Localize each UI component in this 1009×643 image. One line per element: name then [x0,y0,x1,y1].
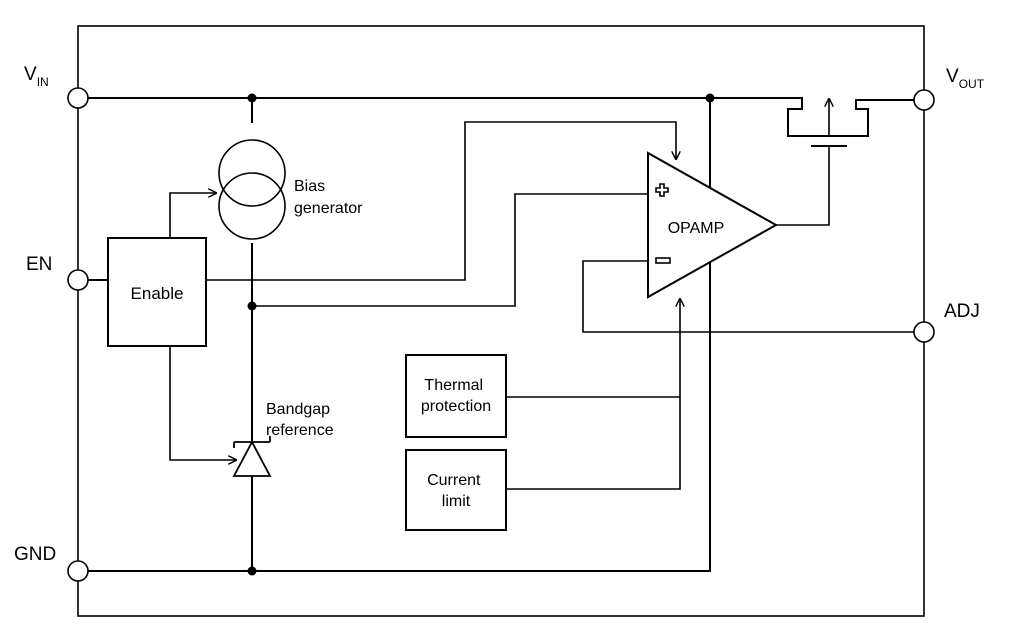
enable-bandgap-arrow [169,346,236,460]
opamp-minus-sign [655,257,671,264]
current-limit-block [405,449,507,531]
current-opamp-arrow [506,299,680,490]
enable-bias-arrow [169,193,216,238]
vin-pin-label: VIN [24,64,49,89]
junction-dot [247,301,257,311]
junction-dot [705,93,715,103]
bandgap-diode-symbol [232,436,272,477]
gnd-pin [67,560,89,582]
gnd-pin-label: GND [14,544,56,565]
en-pin [67,269,89,291]
junction-dot [247,566,257,576]
bias-generator-circle-bottom [218,172,286,240]
vout-pin [913,89,935,111]
bias-generator-circle-top [218,139,286,207]
enable-opamp-arrow [206,121,676,281]
en-pin-label: EN [26,254,52,275]
thermal-label: Thermal protection [421,377,491,415]
junction-dot [247,93,257,103]
enable-block [107,237,207,347]
adj-pin-label: ADJ [944,301,980,322]
opamp-label: OPAMP [668,220,725,237]
current-limit-label: Current limit [427,472,485,510]
opamp-triangle [647,151,779,299]
thermal-protection-block [405,354,507,438]
enable-label: Enable [131,284,184,303]
reference-plus-wire [252,193,648,307]
adj-pin [913,321,935,343]
bandgap-label: Bandgap reference [266,401,335,439]
bias-label: Bias generator [294,178,363,217]
opamp-gate-wire [776,146,830,226]
vin-pin [67,87,89,109]
adj-feedback-wire [582,260,914,333]
pass-mosfet [787,97,869,147]
opamp-plus-sign [655,183,669,197]
vout-pin-label: VOUT [946,66,985,91]
package-outline [77,25,925,617]
